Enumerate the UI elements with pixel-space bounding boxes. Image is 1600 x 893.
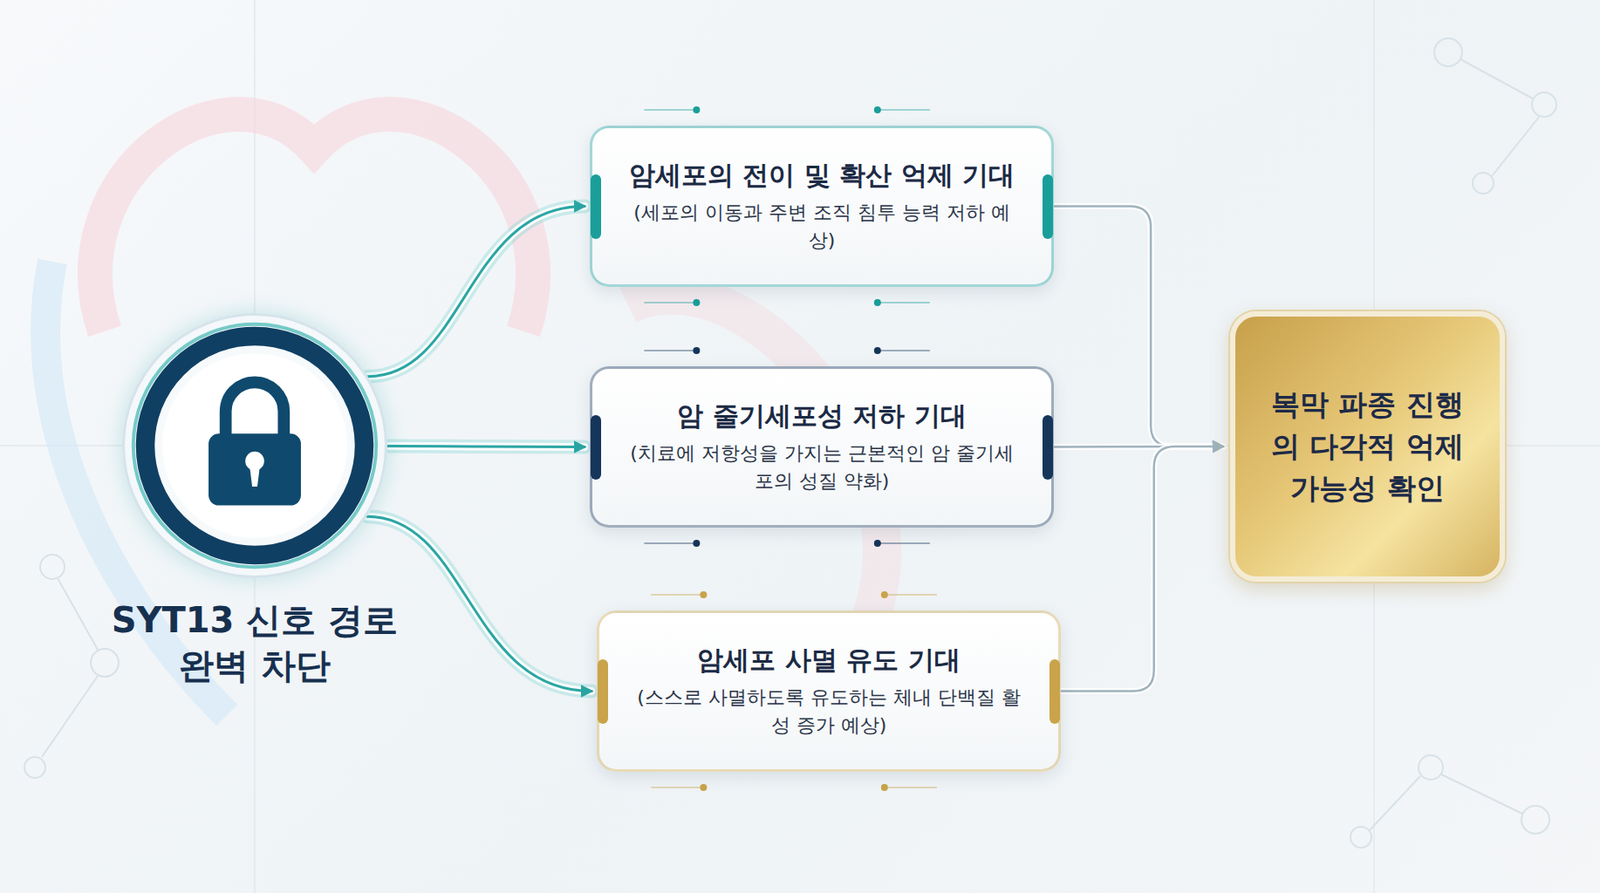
lock-circle — [122, 313, 388, 579]
side-tab — [1042, 415, 1053, 480]
flow-arrow — [1053, 206, 1224, 448]
flow-arrow — [367, 516, 592, 691]
deco-line — [877, 109, 930, 111]
side-tab — [1049, 659, 1060, 725]
connector-core — [368, 206, 585, 377]
deco-line — [877, 542, 930, 545]
side-tab — [1042, 174, 1053, 240]
box-body: (세포의 이동과 주변 조직 침투 능력 저하 예상) — [627, 198, 1017, 255]
node-label: SYT13 신호 경로 완벽 차단 — [106, 597, 404, 689]
box-body: (치료에 저항성을 가지는 근본적인 암 줄기세포의 성질 약화) — [627, 439, 1017, 496]
lock-icon — [124, 315, 385, 576]
connector-glow — [368, 206, 585, 377]
deco-line — [650, 594, 704, 596]
side-tab — [590, 174, 602, 240]
deco-line — [650, 786, 704, 789]
connector-core — [1053, 206, 1224, 448]
box-body: (스스로 사멸하도록 유도하는 체내 단백질 활성 증가 예상) — [634, 683, 1024, 740]
result-box: 복막 파종 진행의 다각적 억제 가능성 확인 — [1230, 311, 1505, 582]
connector-core — [367, 516, 592, 691]
deco-line — [877, 301, 930, 304]
effect-box: 암세포의 전이 및 확산 억제 기대 (세포의 이동과 주변 조직 침투 능력 저… — [589, 125, 1054, 288]
flow-arrow — [387, 445, 585, 447]
deco-line — [643, 542, 697, 545]
connector-core — [387, 445, 585, 447]
connector-glow — [387, 445, 585, 447]
flow-arrow — [368, 206, 585, 377]
deco-line — [884, 786, 937, 789]
box-title: 암세포 사멸 유도 기대 — [697, 642, 960, 677]
lock-node: SYT13 신호 경로 완벽 차단 — [106, 313, 404, 689]
flow-arrow — [1060, 446, 1224, 692]
deco-line — [643, 349, 697, 352]
box-title: 암세포의 전이 및 확산 억제 기대 — [629, 157, 1015, 192]
deco-line — [877, 349, 930, 352]
side-tab — [590, 415, 602, 480]
effect-box: 암세포 사멸 유도 기대 (스스로 사멸하도록 유도하는 체내 단백질 활성 증가… — [596, 610, 1061, 773]
connector-glow — [367, 516, 592, 691]
deco-line — [884, 594, 937, 596]
connector-core — [1060, 446, 1224, 692]
box-title: 암 줄기세포성 저하 기대 — [676, 398, 966, 433]
side-tab — [597, 659, 609, 725]
deco-line — [643, 109, 697, 111]
effect-box: 암 줄기세포성 저하 기대 (치료에 저항성을 가지는 근본적인 암 줄기세포의 … — [589, 366, 1054, 528]
box-title: 복막 파종 진행의 다각적 억제 가능성 확인 — [1258, 383, 1477, 510]
deco-line — [643, 301, 697, 304]
